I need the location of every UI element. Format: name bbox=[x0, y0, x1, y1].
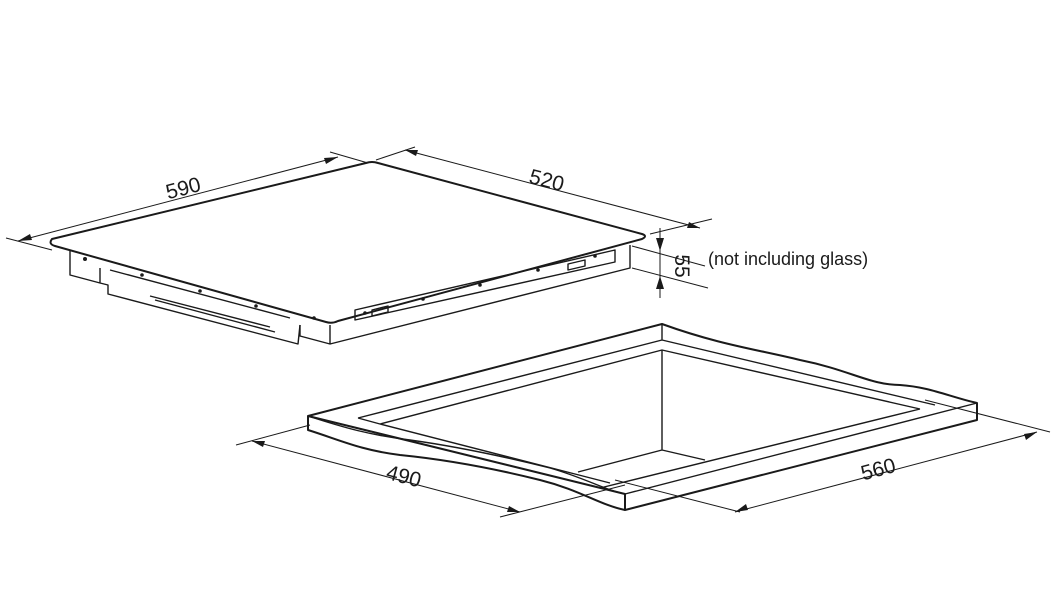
worktop-outer-edge bbox=[307, 323, 978, 511]
dimension-560: 560 bbox=[614, 399, 1051, 513]
worktop-cutout-drawing bbox=[307, 323, 978, 511]
dimension-520: 520 bbox=[375, 146, 713, 235]
hob-height-label: 55 bbox=[670, 254, 693, 277]
hob-body-front bbox=[299, 245, 631, 345]
dimension-55: 55 (not including glass) bbox=[631, 228, 868, 298]
worktop-front-top-wave bbox=[307, 415, 626, 495]
cutout-cavity bbox=[577, 350, 706, 473]
hob-rail bbox=[109, 269, 291, 333]
hob-screw-dots bbox=[83, 254, 597, 320]
cutout-depth-label: 490 bbox=[384, 461, 424, 492]
dimension-590: 590 bbox=[5, 151, 369, 251]
hob-drawing bbox=[49, 161, 646, 345]
hob-body-left bbox=[69, 250, 301, 345]
cutout-width-label: 560 bbox=[858, 454, 898, 485]
dimension-490: 490 bbox=[235, 424, 626, 518]
hob-side-recess bbox=[354, 249, 616, 321]
height-note: (not including glass) bbox=[708, 249, 868, 269]
hob-depth-label: 520 bbox=[527, 165, 567, 196]
hob-glass-top bbox=[49, 161, 646, 324]
hob-width-label: 590 bbox=[164, 173, 204, 204]
cutout-inner-edges bbox=[357, 324, 936, 489]
